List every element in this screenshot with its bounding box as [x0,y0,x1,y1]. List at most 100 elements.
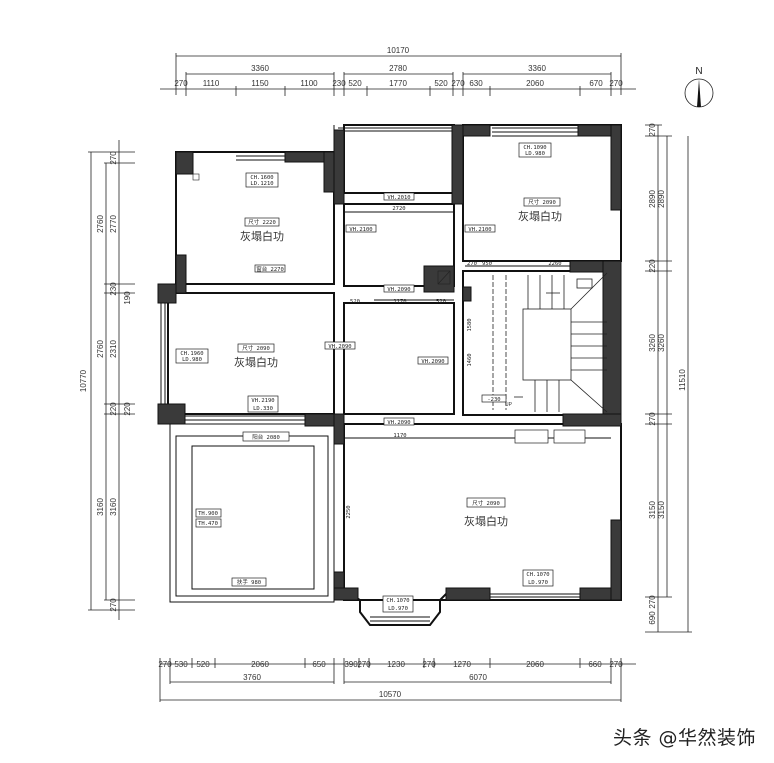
svg-text:1230: 1230 [387,660,405,669]
svg-text:CH.1090: CH.1090 [523,145,546,151]
svg-text:VH.2100: VH.2100 [468,227,491,233]
svg-text:2890: 2890 [657,190,666,208]
svg-text:VH.2190: VH.2190 [251,398,274,404]
room-name-3: 灰塌白功 [234,355,278,369]
svg-text:190: 190 [123,291,132,305]
svg-text:尺寸 2090: 尺寸 2090 [242,344,270,352]
svg-text:2250: 2250 [346,505,352,518]
svg-text:10570: 10570 [379,690,402,699]
svg-text:6070: 6070 [469,673,487,682]
svg-text:尺寸 2220: 尺寸 2220 [248,218,276,226]
svg-text:270: 270 [109,598,118,612]
svg-text:TH.470: TH.470 [198,521,218,527]
svg-text:950: 950 [482,261,492,267]
svg-text:1770: 1770 [389,79,407,88]
svg-text:650: 650 [312,660,326,669]
svg-text:LD.980: LD.980 [525,151,545,157]
staircase [492,272,608,413]
svg-text:270: 270 [158,660,172,669]
svg-text:270: 270 [648,595,657,609]
svg-text:270: 270 [422,660,436,669]
svg-text:窗台 2270: 窗台 2270 [256,265,284,273]
svg-text:LD.970: LD.970 [388,606,408,612]
svg-text:270: 270 [609,660,623,669]
svg-text:270: 270 [109,151,118,165]
compass-label: N [695,66,702,77]
svg-text:220: 220 [109,402,118,416]
svg-text:VH.2010: VH.2010 [387,195,410,201]
svg-text:TH.900: TH.900 [198,511,218,517]
svg-text:VH.2090: VH.2090 [328,344,351,350]
svg-text:-230: -230 [487,397,500,403]
svg-text:1150: 1150 [251,79,269,88]
svg-text:UP: UP [505,402,513,408]
svg-text:530: 530 [174,660,188,669]
svg-text:630: 630 [469,79,483,88]
svg-text:3260: 3260 [657,334,666,352]
svg-text:520: 520 [196,660,210,669]
svg-text:520: 520 [350,299,360,305]
svg-text:3360: 3360 [251,64,269,73]
svg-text:270: 270 [609,79,623,88]
room-name-1: 灰塌白功 [240,229,284,243]
svg-text:3360: 3360 [528,64,546,73]
svg-text:230: 230 [109,282,118,296]
svg-text:尺寸 2090: 尺寸 2090 [528,198,556,206]
north-arrow-icon [697,79,701,107]
svg-text:10170: 10170 [387,46,410,55]
room-name-4: 灰塌白功 [464,514,508,528]
svg-text:LD.980: LD.980 [182,357,202,363]
svg-text:2760: 2760 [96,215,105,233]
svg-text:VH.2100: VH.2100 [349,227,372,233]
svg-text:230: 230 [332,79,346,88]
svg-text:220: 220 [648,259,657,273]
svg-text:2060: 2060 [526,79,544,88]
svg-text:1170: 1170 [393,433,406,439]
svg-text:10770: 10770 [79,369,88,392]
svg-text:220: 220 [123,402,132,416]
svg-text:270: 270 [357,660,371,669]
svg-text:270: 270 [648,412,657,426]
svg-text:VH.2090: VH.2090 [387,420,410,426]
svg-text:CH.1070: CH.1070 [386,598,409,604]
svg-text:270: 270 [467,261,477,267]
svg-text:1270: 1270 [453,660,471,669]
svg-text:1170: 1170 [393,299,406,305]
svg-text:CH.1960: CH.1960 [180,351,203,357]
watermark: 头条 @华然装饰 [612,727,756,749]
svg-text:VH.2090: VH.2090 [421,359,444,365]
svg-text:2310: 2310 [109,340,118,358]
svg-text:1100: 1100 [300,79,318,88]
svg-text:1460: 1460 [467,353,473,366]
svg-text:3150: 3150 [648,501,657,519]
svg-text:520: 520 [434,79,448,88]
svg-text:2060: 2060 [251,660,269,669]
room-name-2: 灰塌白功 [518,209,562,223]
svg-text:1580: 1580 [467,318,473,331]
svg-text:2760: 2760 [96,340,105,358]
svg-text:2890: 2890 [648,190,657,208]
svg-text:2780: 2780 [389,64,407,73]
svg-text:CH.1600: CH.1600 [250,175,273,181]
svg-text:690: 690 [648,611,657,625]
svg-text:LD.1210: LD.1210 [250,181,273,187]
svg-text:尺寸 2090: 尺寸 2090 [472,499,500,507]
svg-text:520: 520 [348,79,362,88]
svg-text:扶手 980: 扶手 980 [237,578,261,586]
svg-text:270: 270 [174,79,188,88]
svg-text:3760: 3760 [243,673,261,682]
svg-text:3260: 3260 [648,334,657,352]
svg-text:2770: 2770 [109,215,118,233]
svg-text:3160: 3160 [109,498,118,516]
svg-text:LD.970: LD.970 [528,580,548,586]
svg-text:2720: 2720 [392,206,405,212]
svg-text:2260: 2260 [548,261,561,267]
svg-text:670: 670 [589,79,603,88]
svg-text:CH.1070: CH.1070 [526,572,549,578]
svg-text:1110: 1110 [203,79,220,88]
svg-text:390: 390 [344,660,358,669]
svg-text:11510: 11510 [678,369,687,391]
svg-text:阳台 2080: 阳台 2080 [252,433,280,441]
svg-text:3160: 3160 [96,498,105,516]
